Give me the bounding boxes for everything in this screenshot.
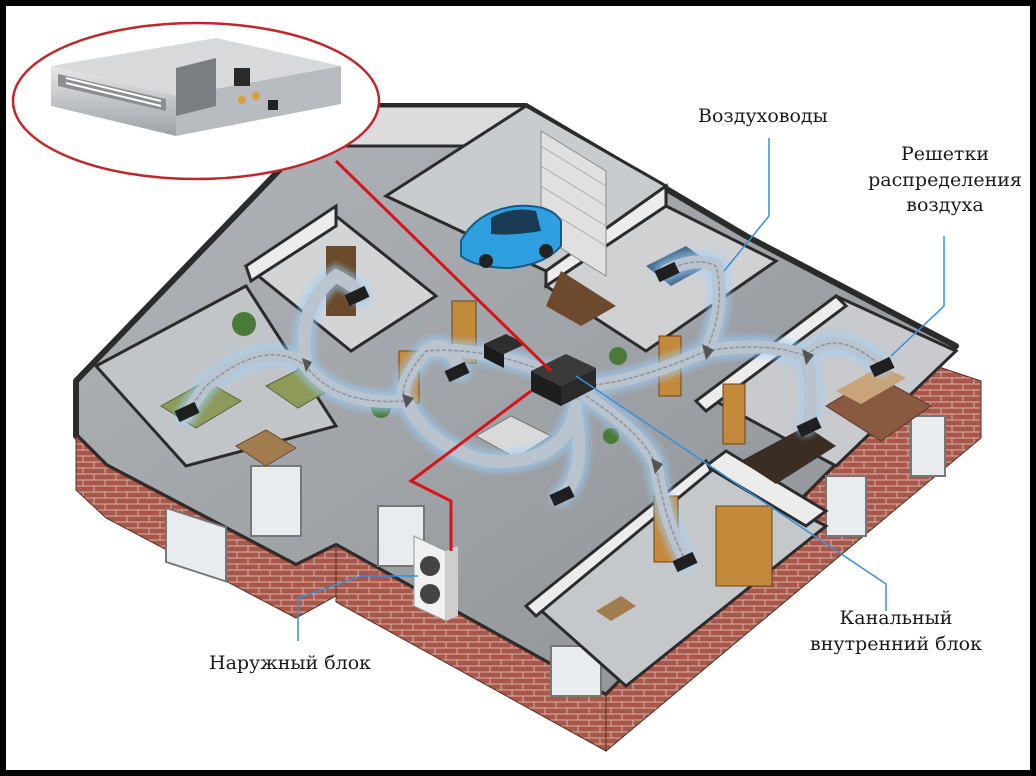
label-duct-unit-line-1: Канальный: [839, 607, 953, 629]
label-grilles-line-3: воздуха: [906, 194, 984, 217]
label-air-distribution-grilles: Решетки распределения воздуха: [860, 142, 1030, 219]
label-outdoor-unit: Наружный блок: [209, 652, 372, 674]
diagram-canvas: Воздуховоды Решетки распределения воздух…: [6, 6, 1030, 770]
ducted-indoor-unit-in-house: [484, 334, 596, 406]
brick-exterior-walls: [75, 365, 982, 753]
house-cutaway-illustration: [11, 21, 982, 753]
label-grilles-line-1: Решетки: [901, 143, 989, 165]
label-duct-unit-line-2: внутренний блок: [810, 632, 982, 655]
ducted-indoor-unit-photo: [51, 38, 341, 136]
refrigerant-lines: [334, 159, 553, 551]
air-grilles: [174, 261, 895, 573]
duct-connectors: [302, 344, 814, 474]
car-illustration: [460, 204, 562, 270]
outdoor-unit-illustration: [413, 535, 458, 622]
label-ducts: Воздуховоды: [698, 105, 828, 127]
label-grilles-line-2: распределения: [868, 168, 1022, 191]
callout-lines: [297, 138, 945, 641]
label-ducted-indoor-unit: Канальный внутренний блок: [796, 606, 996, 657]
